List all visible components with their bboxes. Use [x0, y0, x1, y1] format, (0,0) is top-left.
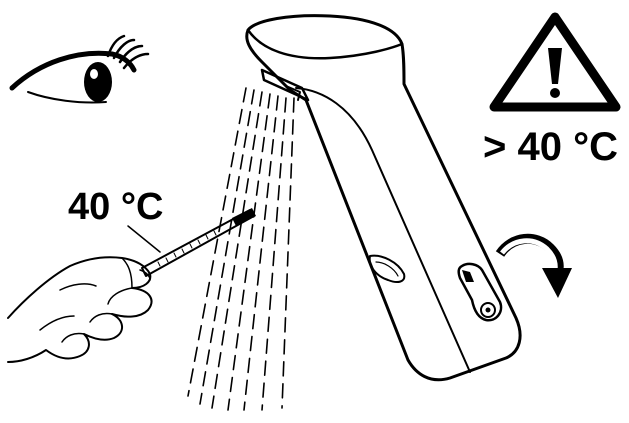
warning-exclamation-bar [548, 48, 562, 84]
faucet-top-cap [248, 30, 402, 58]
faucet [247, 16, 520, 380]
faucet-body [247, 16, 520, 380]
warning-temperature-label: > 40 °C [483, 125, 618, 170]
warning-triangle-icon [494, 17, 616, 107]
warning-exclamation-dot [550, 88, 560, 98]
knob-lever-shade [462, 270, 474, 282]
hand [8, 257, 151, 362]
thermometer-scale [158, 231, 216, 266]
measured-temperature-label: 40 °C [68, 186, 163, 229]
hand-detail-lines [40, 258, 150, 342]
knob-hub-center [486, 308, 491, 313]
label-leader-line [128, 226, 160, 252]
eye-icon [12, 36, 148, 103]
eye-upper-lid [12, 53, 134, 88]
arrow-head [542, 268, 572, 298]
water-spray [188, 88, 294, 410]
eye-iris [84, 62, 112, 102]
faucet-front-edge [296, 88, 470, 372]
eye-highlight [90, 69, 98, 79]
curved-arrow-icon [500, 239, 572, 298]
